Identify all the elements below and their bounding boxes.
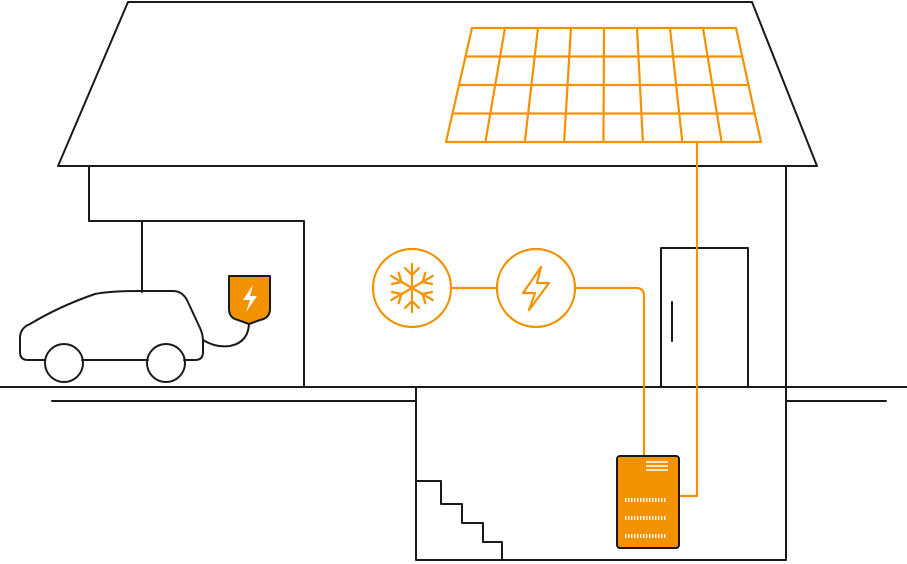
house [57,1,818,388]
basement-stairs [415,480,503,561]
heat-pump-snowflake-icon [371,247,453,329]
fridge-door [660,247,749,388]
car-icon [19,290,204,383]
charging-cable [202,319,251,348]
solar-to-battery-wire [677,140,699,498]
power-to-battery-wire [573,286,646,458]
home-battery-icon [616,455,680,549]
house-walls [88,165,787,388]
house-roof [57,1,818,167]
ground [0,386,907,402]
wallbox-charger-icon [228,275,271,325]
solar-panel-icon [444,26,763,144]
electricity-icon [495,247,577,329]
basement [415,386,787,561]
